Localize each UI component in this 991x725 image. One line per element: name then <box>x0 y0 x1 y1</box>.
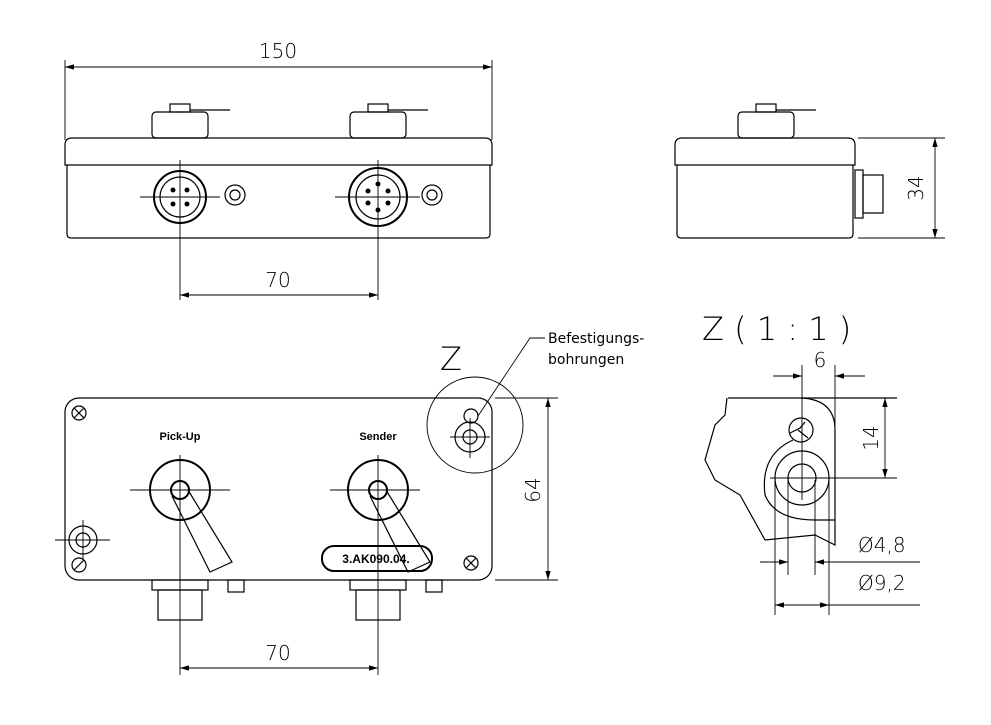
part-number: 3.AK090.04. <box>342 552 409 566</box>
knob-pickup <box>130 459 233 573</box>
note-line2: bohrungen <box>548 352 624 368</box>
detail-marker-z: Z <box>440 340 462 378</box>
dimension-64: 64 <box>521 477 545 502</box>
screw-icon <box>71 405 479 573</box>
mounting-hole-right <box>426 376 524 474</box>
dimension-14: 14 <box>859 425 883 450</box>
dimension-70-bottom: 70 <box>265 641 290 665</box>
dimension-34: 34 <box>904 175 928 200</box>
label-pickup: Pick-Up <box>160 431 201 443</box>
note-line1: Befestigungs- <box>548 331 644 347</box>
side-view: 34 <box>674 103 945 239</box>
connector-sender-front <box>335 160 443 300</box>
detail-title: Z ( 1 : 1 ) <box>702 310 851 348</box>
dimension-150: 150 <box>259 39 297 63</box>
front-view: 150 70 <box>64 39 493 300</box>
detail-z-view: Z ( 1 : 1 ) 6 14 Ø4,8 Ø9,2 <box>702 310 920 615</box>
connector-pickup-front <box>140 160 246 300</box>
label-sender: Sender <box>359 431 397 443</box>
mounting-hole-left <box>55 520 110 560</box>
dimension-d9-2: Ø9,2 <box>858 571 906 595</box>
dimension-70-front: 70 <box>265 268 290 292</box>
bottom-view: 64 Pick-Up Sender 3.AK090.04. <box>55 331 644 675</box>
dimension-6: 6 <box>814 348 827 372</box>
dimension-d4-8: Ø4,8 <box>858 533 906 557</box>
